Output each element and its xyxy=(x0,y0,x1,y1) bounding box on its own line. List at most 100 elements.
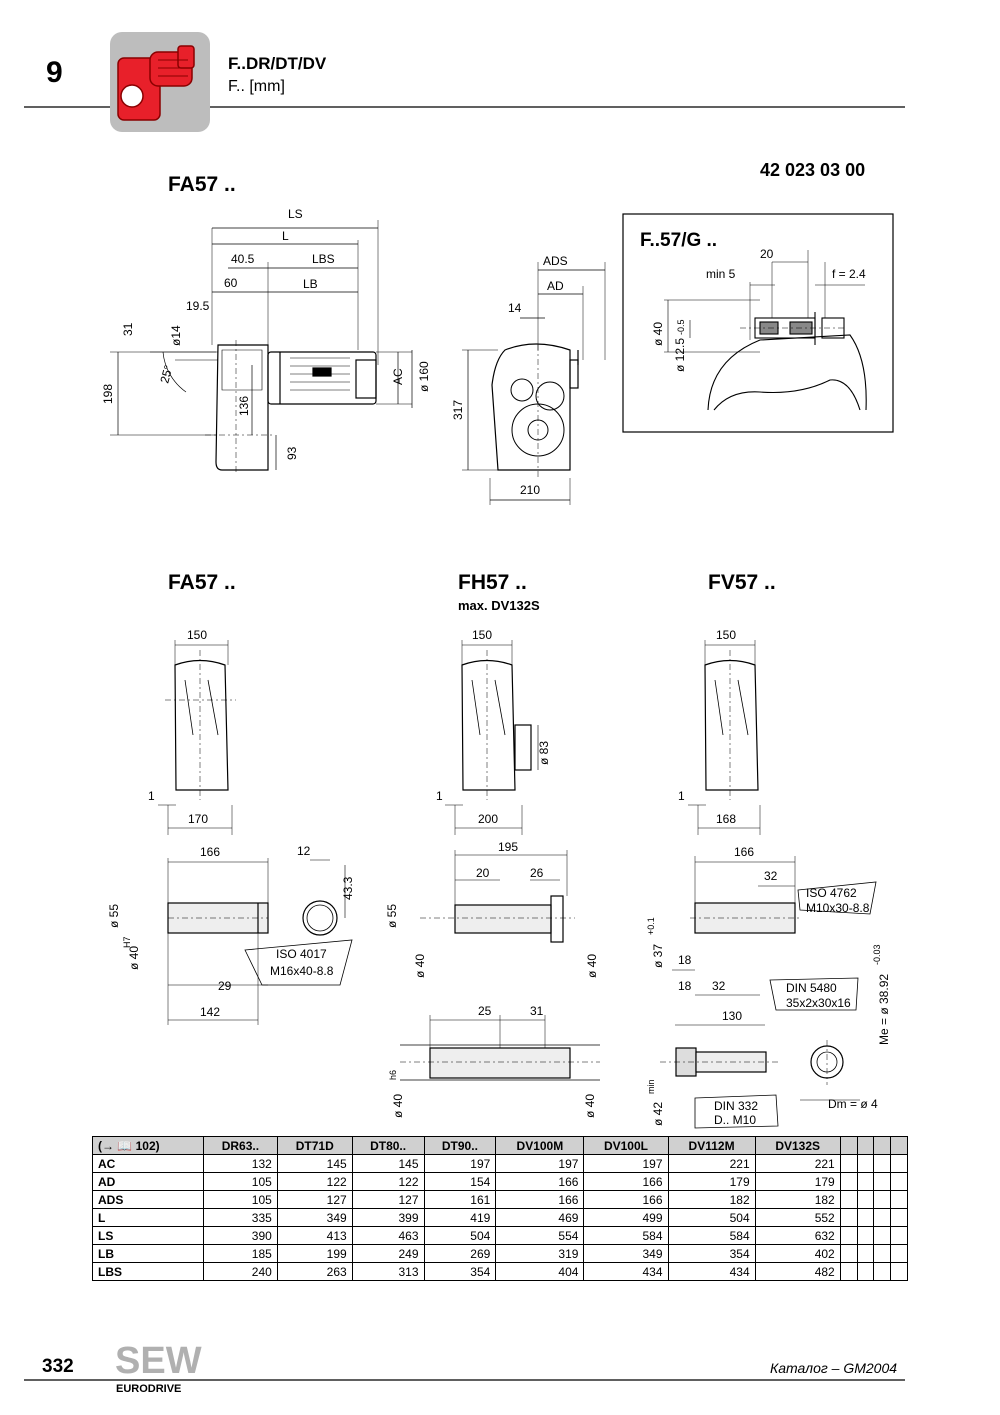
catalog-label: Каталог – GM2004 xyxy=(770,1360,898,1376)
table-cell xyxy=(890,1190,908,1209)
table-cell: 154 xyxy=(423,1172,497,1191)
table-cell: 269 xyxy=(423,1244,497,1263)
fa-shaft-29: 29 xyxy=(218,979,232,993)
fv-dim-150: 150 xyxy=(716,628,736,642)
table-cell xyxy=(873,1226,892,1245)
dim-lb: LB xyxy=(303,277,318,291)
table-cell: 469 xyxy=(495,1208,585,1227)
column-header: DV112M xyxy=(667,1136,756,1155)
page-number: 332 xyxy=(42,1356,74,1377)
table-cell: 145 xyxy=(276,1154,353,1173)
column-header: DT80.. xyxy=(351,1136,425,1155)
fa-shaft-166: 166 xyxy=(200,845,220,859)
column-header xyxy=(890,1136,908,1155)
dim-317: 317 xyxy=(451,400,465,420)
fa-shaft-d40: ø 40 xyxy=(127,946,141,970)
row-label: AC xyxy=(92,1154,204,1173)
column-header: DT90.. xyxy=(423,1136,497,1155)
fh-shaft-h6: h6 xyxy=(388,1070,398,1080)
fv-dim-1: 1 xyxy=(678,789,685,803)
dm-label: Dm = ø 4 xyxy=(828,1097,878,1111)
table-cell xyxy=(839,1244,858,1263)
table-cell xyxy=(839,1172,858,1191)
table-cell: 127 xyxy=(351,1190,425,1209)
dim-210: 210 xyxy=(520,483,540,497)
row-label: AD xyxy=(92,1172,204,1191)
iso4017-label: ISO 4017 xyxy=(276,947,327,961)
table-cell: 313 xyxy=(351,1262,425,1281)
dim-d14: ø14 xyxy=(169,325,183,346)
table-cell xyxy=(856,1172,875,1191)
dim-40-5: 40.5 xyxy=(231,252,255,266)
table-cell: 584 xyxy=(667,1226,756,1245)
fh-shaft-26: 26 xyxy=(530,866,544,880)
fh-dim-d83: ø 83 xyxy=(537,741,551,765)
table-cell xyxy=(890,1172,908,1191)
dim-l: L xyxy=(282,229,289,243)
table-cell: 127 xyxy=(276,1190,353,1209)
m10-label: M10x30-8.8 xyxy=(806,901,870,915)
table-cell xyxy=(890,1262,908,1281)
page-title: F..DR/DT/DV xyxy=(228,54,327,73)
dim-31: 31 xyxy=(121,322,135,336)
detail-dim-min5: min 5 xyxy=(706,267,736,281)
table-cell: 221 xyxy=(754,1154,841,1173)
dim-14-shaft: 14 xyxy=(508,301,522,315)
fh-shaft-d55: ø 55 xyxy=(385,904,399,928)
document-number: 42 023 03 00 xyxy=(760,160,866,180)
fa-shaft-h7: H7 xyxy=(122,936,132,948)
table-cell xyxy=(873,1190,892,1209)
dim-ls: LS xyxy=(288,207,303,221)
table-cell xyxy=(856,1244,875,1263)
table-cell: 182 xyxy=(667,1190,756,1209)
dim-19-5: 19.5 xyxy=(186,299,210,313)
fa-shaft-12: 12 xyxy=(297,844,311,858)
table-cell: 263 xyxy=(276,1262,353,1281)
fh-shaft-d40b: ø 40 xyxy=(585,954,599,978)
row-label: L xyxy=(92,1208,204,1227)
row-label: LBS xyxy=(92,1262,204,1281)
table-cell: 166 xyxy=(583,1172,669,1191)
dim-angle: 25° xyxy=(157,363,175,384)
svg-text:EURODRIVE: EURODRIVE xyxy=(116,1383,181,1395)
table-cell: 249 xyxy=(351,1244,425,1263)
page-subtitle: F.. [mm] xyxy=(228,78,285,95)
table-cell: 197 xyxy=(423,1154,497,1173)
dim-ad: AD xyxy=(547,279,564,293)
table-cell: 132 xyxy=(202,1154,278,1173)
fh-dim-200: 200 xyxy=(478,812,498,826)
table-cell xyxy=(873,1244,892,1263)
table-cell: 390 xyxy=(202,1226,278,1245)
column-header: DV100L xyxy=(583,1136,669,1155)
view-title-top-left: FA57 .. xyxy=(168,173,236,196)
column-header xyxy=(839,1136,858,1155)
table-cell: 413 xyxy=(276,1226,353,1245)
table-ref-cell: (→ 📖 102) xyxy=(92,1136,204,1155)
row-label: LS xyxy=(92,1226,204,1245)
dim-lbs: LBS xyxy=(312,252,335,266)
table-cell xyxy=(873,1172,892,1191)
detail-dim-f: f = 2.4 xyxy=(832,267,866,281)
detail-dim-d40: ø 40 xyxy=(651,322,665,346)
fh-dim-1: 1 xyxy=(436,789,443,803)
fv-shaft-166: 166 xyxy=(734,845,754,859)
me-label: Me = ø 38.92 xyxy=(877,974,891,1045)
table-cell: 319 xyxy=(495,1244,585,1263)
table-cell: 240 xyxy=(202,1262,278,1281)
table-cell: 182 xyxy=(754,1190,841,1209)
fh-shaft-25: 25 xyxy=(478,1004,492,1018)
table-cell: 482 xyxy=(754,1262,841,1281)
table-cell: 354 xyxy=(423,1262,497,1281)
table-cell: 335 xyxy=(202,1208,278,1227)
fh-shaft-20: 20 xyxy=(476,866,490,880)
chapter-number: 9 xyxy=(46,56,63,89)
table-cell: 584 xyxy=(583,1226,669,1245)
table-cell: 161 xyxy=(423,1190,497,1209)
table-cell: 197 xyxy=(583,1154,669,1173)
row-label: ADS xyxy=(92,1190,204,1209)
table-cell xyxy=(873,1262,892,1281)
